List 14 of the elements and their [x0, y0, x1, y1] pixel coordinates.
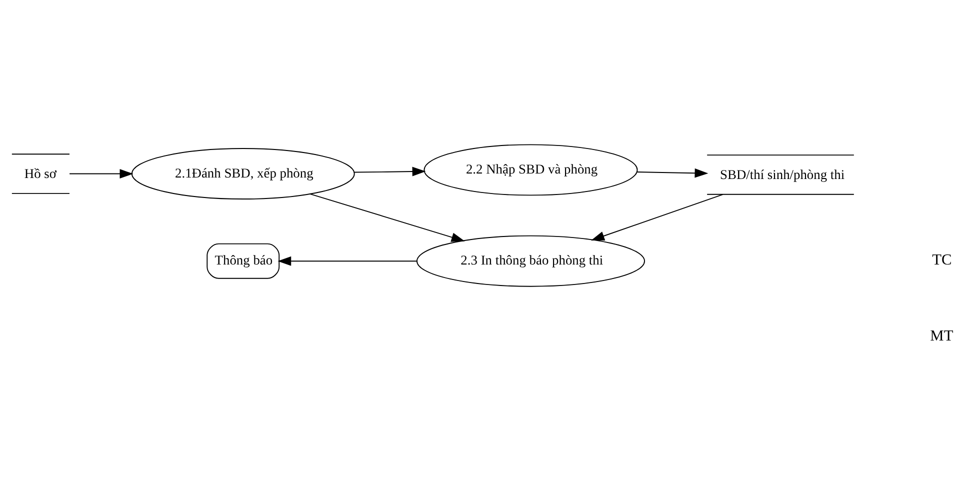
- node-text: SBD/thí sinh/phòng thi: [720, 166, 845, 182]
- label: MT: [930, 328, 954, 345]
- arrow: [354, 166, 426, 176]
- arrow: [278, 256, 418, 266]
- node-text: Hồ sơ: [24, 166, 56, 181]
- label: TC: [932, 252, 952, 269]
- node-ellipse: 2.2 Nhập SBD và phòng: [424, 144, 638, 196]
- node-box: Thông báo: [206, 243, 280, 279]
- arrow: [69, 169, 134, 178]
- arrow: [590, 194, 724, 240]
- node-ellipse: 2.3 In thông báo phòng thi: [416, 235, 645, 287]
- arrow: [636, 168, 708, 178]
- node-ellipse: 2.1Đánh SBD, xếp phòng: [131, 148, 355, 200]
- arrow: [310, 193, 465, 242]
